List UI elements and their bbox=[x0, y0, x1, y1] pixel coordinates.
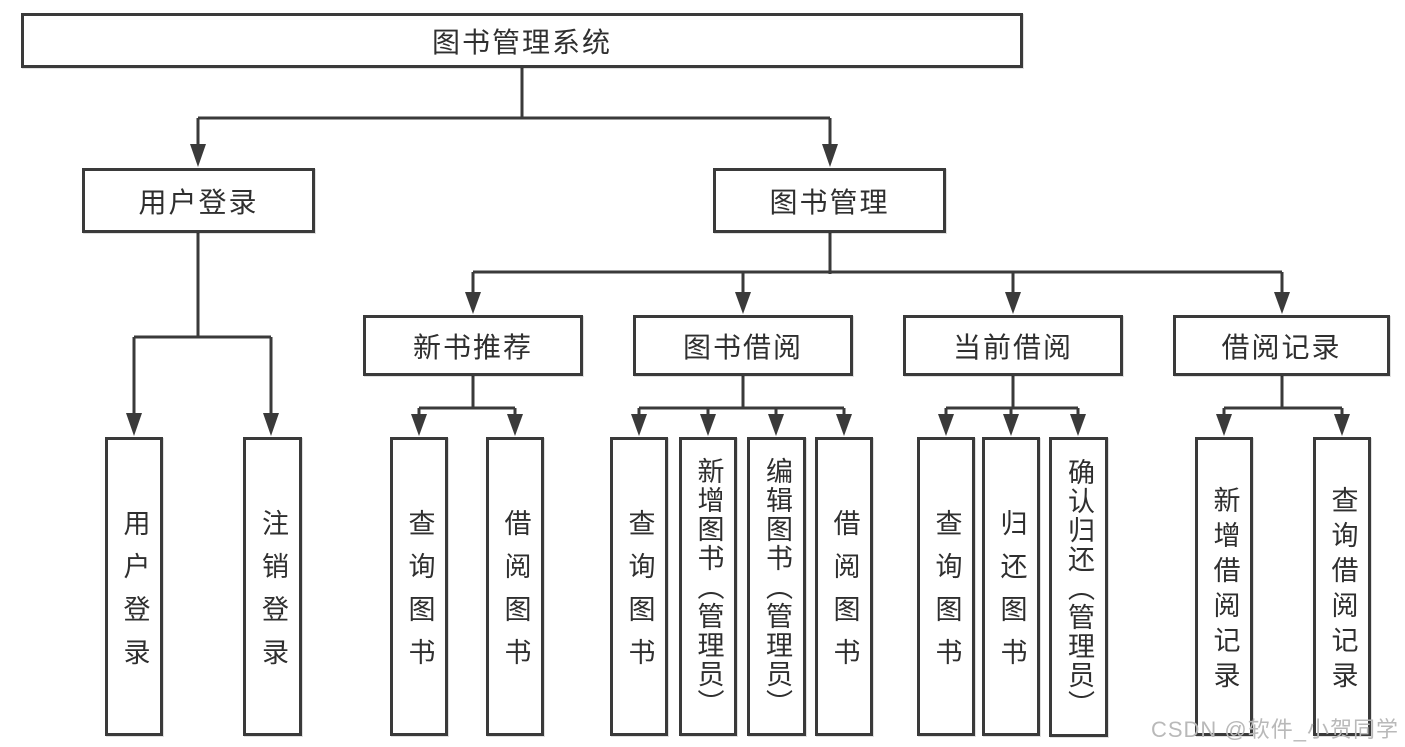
node-label: 新增图书（管理员） bbox=[693, 457, 724, 718]
node-book-management: 图书管理 bbox=[713, 168, 946, 233]
node-label: 注销登录 bbox=[258, 508, 288, 681]
node-label: 确认归还（管理员） bbox=[1064, 457, 1094, 719]
node-library-management-system: 图书管理系统 bbox=[21, 13, 1023, 68]
node-current-borrowing: 当前借阅 bbox=[903, 315, 1123, 376]
leaf-query-borrow-record: 查询借阅记录 bbox=[1313, 437, 1371, 736]
leaf-recommend-query-books: 查询图书 bbox=[390, 437, 448, 736]
leaf-confirm-return-admin: 确认归还（管理员） bbox=[1049, 437, 1108, 737]
node-label: 新增借阅记录 bbox=[1209, 485, 1240, 696]
leaf-borrowing-query-books: 查询图书 bbox=[610, 437, 668, 736]
leaf-logout: 注销登录 bbox=[243, 437, 302, 736]
node-label: 查询图书 bbox=[931, 508, 962, 681]
node-label: 编辑图书（管理员） bbox=[762, 457, 792, 718]
node-label: 借阅记录 bbox=[1221, 331, 1342, 363]
node-label: 用户登录 bbox=[138, 186, 259, 218]
leaf-current-query-books: 查询图书 bbox=[917, 437, 975, 736]
node-label: 图书借阅 bbox=[682, 331, 803, 363]
node-label: 借阅图书 bbox=[500, 508, 531, 681]
leaf-borrow-books: 借阅图书 bbox=[815, 437, 873, 736]
node-label: 借阅图书 bbox=[829, 508, 860, 681]
leaf-add-books-admin: 新增图书（管理员） bbox=[679, 437, 737, 736]
node-label: 查询借阅记录 bbox=[1327, 485, 1358, 696]
node-label: 图书管理系统 bbox=[431, 26, 612, 58]
node-borrowing-records: 借阅记录 bbox=[1173, 315, 1390, 376]
leaf-user-login: 用户登录 bbox=[105, 437, 163, 736]
node-label: 归还图书 bbox=[996, 508, 1027, 681]
leaf-recommend-borrow-books: 借阅图书 bbox=[486, 437, 544, 736]
node-label: 新书推荐 bbox=[412, 331, 533, 363]
node-user-login-group: 用户登录 bbox=[82, 168, 315, 233]
node-label: 用户登录 bbox=[119, 508, 150, 681]
node-label: 图书管理 bbox=[769, 186, 890, 218]
node-new-book-recommend: 新书推荐 bbox=[363, 315, 583, 376]
node-label: 查询图书 bbox=[624, 508, 655, 681]
node-label: 查询图书 bbox=[404, 508, 435, 681]
leaf-edit-books-admin: 编辑图书（管理员） bbox=[747, 437, 806, 736]
csdn-watermark: CSDN @软件_小贺同学 bbox=[1150, 717, 1399, 742]
leaf-return-books: 归还图书 bbox=[982, 437, 1040, 736]
leaf-add-borrow-record: 新增借阅记录 bbox=[1195, 437, 1253, 736]
node-book-borrowing: 图书借阅 bbox=[633, 315, 853, 376]
node-label: 当前借阅 bbox=[952, 331, 1073, 363]
